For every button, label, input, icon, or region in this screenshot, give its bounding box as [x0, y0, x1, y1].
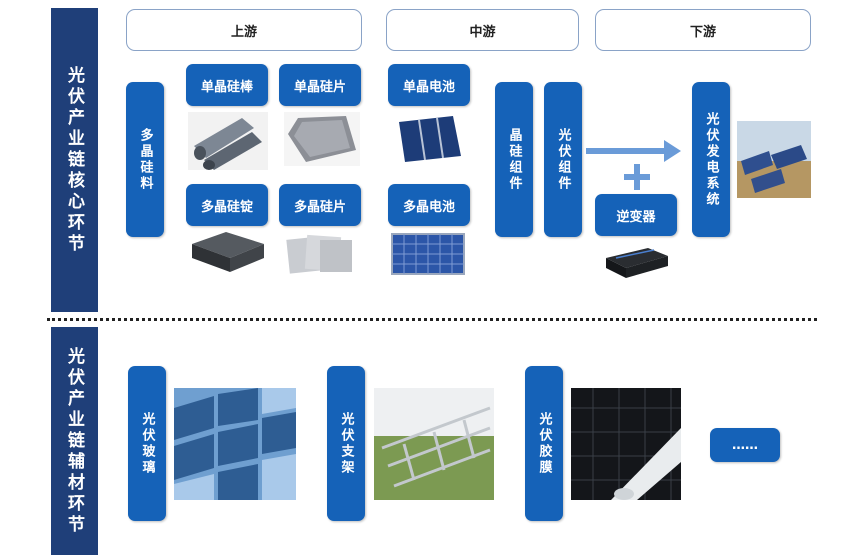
pv-film-image: [571, 388, 681, 500]
pv-bracket-image: [374, 388, 494, 500]
box-pv-bracket: 光伏支架: [327, 366, 365, 521]
box-crystal-silicon-module: 晶硅组件: [495, 82, 533, 237]
box-poly-silicon-material: 多晶硅料: [126, 82, 164, 237]
box-pv-glass: 光伏玻璃: [128, 366, 166, 521]
solar-farm-image: [737, 121, 811, 198]
plus-icon: [624, 164, 650, 190]
poly-cell-panel-image: [391, 233, 465, 275]
box-pv-module: 光伏组件: [544, 82, 582, 237]
box-poly-cell: 多晶电池: [388, 184, 470, 226]
poly-silicon-wafer-image: [286, 234, 352, 274]
inverter-image: [606, 248, 668, 278]
box-pv-generation-system: 光伏发电系统: [692, 82, 730, 237]
section-divider: [47, 318, 817, 321]
box-mono-silicon-wafer: 单晶硅片: [279, 64, 361, 106]
aux-side-label: 光伏产业链辅材环节: [51, 327, 98, 555]
box-pv-film: 光伏胶膜: [525, 366, 563, 521]
box-poly-silicon-wafer: 多晶硅片: [279, 184, 361, 226]
mono-silicon-rod-image: [188, 112, 268, 170]
box-poly-silicon-ingot: 多晶硅锭: [186, 184, 268, 226]
poly-silicon-ingot-image: [192, 232, 264, 272]
flow-arrow-icon: [586, 140, 681, 162]
box-more: ……: [710, 428, 780, 462]
mono-silicon-wafer-image: [284, 112, 360, 166]
header-upstream: 上游: [126, 9, 362, 51]
box-mono-cell: 单晶电池: [388, 64, 470, 106]
pv-glass-image: [174, 388, 296, 500]
mono-cell-image: [399, 116, 461, 162]
header-midstream: 中游: [386, 9, 579, 51]
core-side-label: 光伏产业链核心环节: [51, 8, 98, 312]
box-mono-silicon-rod: 单晶硅棒: [186, 64, 268, 106]
header-downstream: 下游: [595, 9, 811, 51]
box-inverter: 逆变器: [595, 194, 677, 236]
